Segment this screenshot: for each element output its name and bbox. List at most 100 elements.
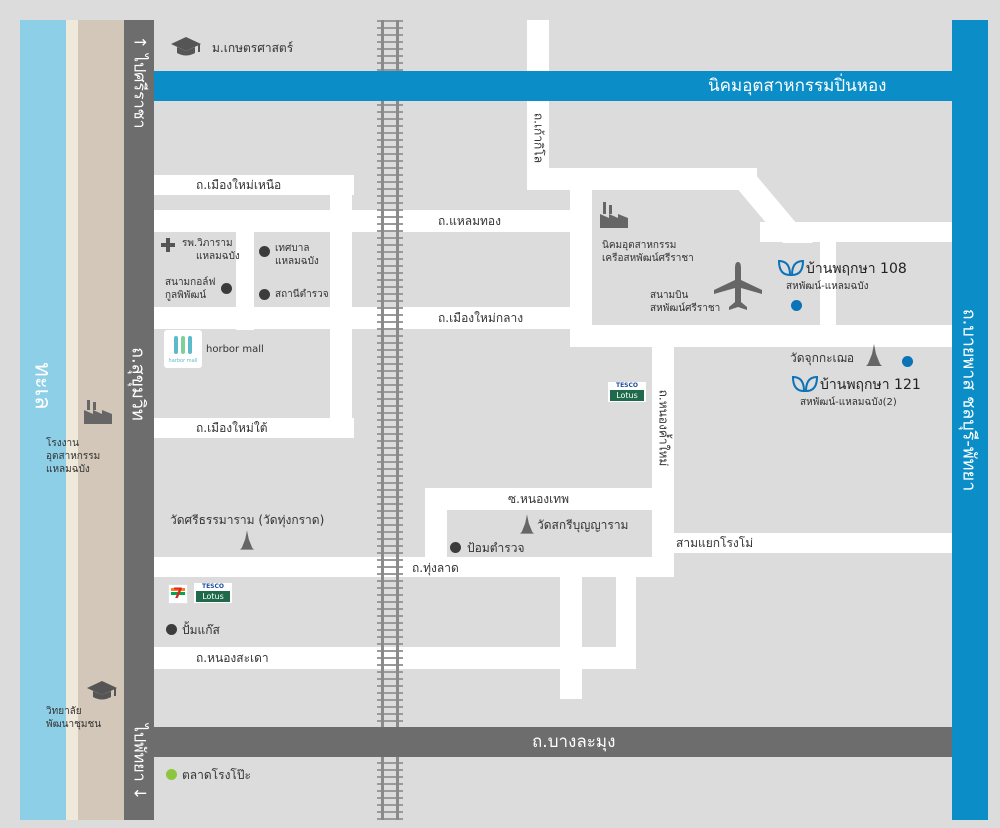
label-project-121: บ้านพฤกษา 121 <box>820 377 921 393</box>
label-mueang-mai-nuea: ถ.เมืองใหม่เหนือ <box>196 178 282 192</box>
hospital-cross-icon <box>161 238 175 252</box>
road-mueang-mai-tai <box>154 418 354 438</box>
road-laem-thong <box>154 210 574 232</box>
tesco-lotus-logo-2: TESCO Lotus <box>194 583 232 603</box>
factory-icon <box>84 400 112 424</box>
road-vertical-d <box>820 242 836 326</box>
label-project-121-sub: สหพัฒน์-แหลมฉบัง(2) <box>800 397 897 408</box>
label-market: ตลาดโรงโป๊ะ <box>182 768 251 782</box>
road-vertical-c <box>570 168 592 346</box>
label-mueang-mai-klang: ถ.เมืองใหม่กลาง <box>438 311 524 325</box>
seven-eleven-logo: 7 <box>168 584 188 604</box>
label-wat-sri: วัดศรีธรรมาราม (วัดทุ่งกราด) <box>170 513 325 527</box>
lotus-text-2: Lotus <box>196 591 230 602</box>
harbor-mall-logo: harbor mall <box>164 330 202 368</box>
municipality-marker-icon <box>259 246 270 257</box>
label-college-2: พัฒนาชุมชน <box>46 719 102 730</box>
temple-icon-3 <box>520 514 534 534</box>
label-kaokilo: ถ.เก้ากิโล <box>531 112 546 164</box>
tesco-lotus-logo: TESCO Lotus <box>608 382 646 402</box>
road-bypass <box>952 20 988 820</box>
beach-strip <box>66 20 78 820</box>
road-loop-vertical-2 <box>616 577 636 667</box>
pruksa-leaf-icon <box>778 260 804 276</box>
label-to-pattaya: ไปพัทยา ↓ <box>130 723 150 801</box>
sea-area <box>20 20 66 820</box>
road-sam-yaek <box>665 533 952 553</box>
label-industrial-estate-1: นิคมอุตสาหกรรม <box>602 240 677 251</box>
harbor-mall-logo-text: harbor mall <box>168 358 198 364</box>
label-college-1: วิทยาลัย <box>46 706 82 717</box>
label-golf-1: สนามกอล์ฟ <box>165 277 216 288</box>
police-box-marker-icon <box>450 542 461 553</box>
road-soi-vertical <box>425 488 447 558</box>
label-soi-nong-thep: ซ.หนองเทพ <box>508 492 570 506</box>
road-loop-vertical-1 <box>560 577 582 699</box>
label-factory-left-3: แหลมฉบัง <box>46 464 90 475</box>
label-municipality-1: เทศบาล <box>275 243 310 254</box>
gas-station-marker-icon <box>166 624 177 635</box>
label-mueang-mai-tai: ถ.เมืองใหม่ใต้ <box>196 421 268 435</box>
label-hospital-2: แหลมฉบัง <box>196 251 240 262</box>
police-station-marker-icon <box>259 289 270 300</box>
label-golf-2: กูลพิพัฒน์ <box>165 290 207 301</box>
seven-eleven-text: 7 <box>173 586 183 602</box>
label-sea: ทะเล <box>29 362 55 410</box>
road-nong-kham-mai <box>652 345 674 577</box>
label-project-108-sub: สหพัฒน์-แหลมฉบัง <box>786 281 869 292</box>
label-airport-1: สนามบิน <box>650 290 689 301</box>
label-nong-kham-mai: ถ.หนองค้ำใหม่ <box>656 389 671 467</box>
road-mueang-mai-klang <box>154 307 574 329</box>
label-municipality-2: แหลมฉบัง <box>275 256 319 267</box>
road-kaokilo <box>527 20 549 190</box>
road-east-middle <box>570 325 952 347</box>
label-hospital-1: รพ.วิภาราม <box>182 238 233 249</box>
golf-marker-icon <box>221 283 232 294</box>
project-108-marker-icon <box>791 300 802 311</box>
graduation-cap-icon <box>171 37 201 56</box>
label-sukhumvit: ถ.สุขุมวิท <box>127 347 149 421</box>
label-bypass: ถ.บายพาส ชลบุรี-พัทยา <box>958 308 980 492</box>
lotus-text: Lotus <box>610 390 644 401</box>
tesco-text: TESCO <box>615 382 639 389</box>
industrial-factory-icon <box>600 202 628 228</box>
road-east-upper <box>760 222 952 242</box>
road-vertical-b <box>236 210 254 330</box>
label-industrial-estate-2: เครือสหพัฒน์ศรีราชา <box>602 253 694 264</box>
road-hung-lat <box>154 557 674 577</box>
label-bang-la-mung: ถ.บางละมุง <box>532 732 616 752</box>
project-121-marker-icon <box>902 356 913 367</box>
label-nong-sa-dao: ถ.หนองสะเดา <box>196 651 269 665</box>
road-soi-nong-thep <box>425 488 665 510</box>
market-marker-icon <box>166 769 177 780</box>
road-sukhumvit <box>124 20 154 820</box>
harbor-mall-icon <box>174 336 192 354</box>
temple-icon <box>866 344 882 366</box>
airplane-icon <box>714 262 762 310</box>
label-laem-thong: ถ.แหลมทอง <box>438 214 501 228</box>
road-mueang-mai-nuea <box>154 175 354 195</box>
road-industrial-estate <box>154 71 952 101</box>
label-kasetsart: ม.เกษตรศาสตร์ <box>212 41 294 55</box>
label-police-station: สถานีตำรวจ <box>275 289 329 300</box>
label-airport-2: สหพัฒน์ศรีราชา <box>650 303 721 314</box>
label-harbor-mall: horbor mall <box>206 344 264 355</box>
label-project-108: บ้านพฤกษา 108 <box>806 261 907 277</box>
label-wat-sakri: วัดสกรีบุญญาราม <box>537 518 629 532</box>
road-bang-la-mung <box>124 727 952 757</box>
road-vertical-a <box>330 175 352 438</box>
pruksa-leaf-icon-2 <box>792 376 818 392</box>
label-hung-lat: ถ.ทุ่งลาด <box>412 561 459 575</box>
tesco-text-2: TESCO <box>201 583 225 590</box>
label-wat-chuk: วัดจุกกะเฌอ <box>790 351 855 365</box>
railway <box>377 20 403 820</box>
label-industrial-road: นิคมอุตสาหกรรมปิ่นหอง <box>708 76 887 96</box>
label-factory-left-2: อุตสาหกรรม <box>46 451 101 462</box>
temple-icon-2 <box>240 530 254 550</box>
label-factory-left-1: โรงงาน <box>46 438 79 449</box>
label-gas-station: ปั้มแก๊ส <box>182 623 220 637</box>
label-to-sriracha: ↑ ไปศรีราชา <box>130 35 150 129</box>
graduation-cap-icon-2 <box>87 681 117 700</box>
label-police-box: ป้อมตำรวจ <box>467 541 525 555</box>
